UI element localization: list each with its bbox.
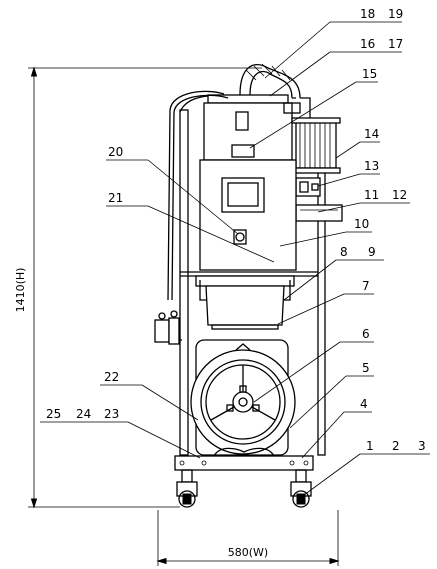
label-20: 20: [108, 145, 123, 159]
label-7: 7: [362, 279, 370, 293]
label-21: 21: [108, 191, 123, 205]
hopper-bin: [195, 275, 295, 330]
leader-lines: [249, 21, 430, 496]
label-8: 8: [340, 245, 348, 259]
label-17: 17: [388, 37, 403, 51]
part-labels: 18 19 16 17 15 14 13 11 12 10 8 9 7 6 5 …: [46, 7, 426, 453]
width-dimension: 580(W): [156, 510, 340, 566]
blower: [190, 339, 296, 456]
caster-left: [176, 469, 198, 508]
label-15: 15: [362, 67, 377, 81]
label-18: 18: [360, 7, 375, 21]
label-24: 24: [76, 407, 91, 421]
side-tube: [295, 204, 343, 222]
label-13: 13: [364, 159, 379, 173]
label-23: 23: [104, 407, 119, 421]
label-5: 5: [362, 361, 370, 375]
label-14: 14: [364, 127, 379, 141]
control-box: [199, 159, 297, 271]
label-2: 2: [392, 439, 400, 453]
label-10: 10: [354, 217, 369, 231]
width-dimension-label: 580(W): [228, 546, 268, 559]
label-9: 9: [368, 245, 376, 259]
height-dimension-label: 1410(H): [14, 268, 27, 313]
label-11: 11: [364, 188, 379, 202]
label-16: 16: [360, 37, 375, 51]
label-25: 25: [46, 407, 61, 421]
hopper: [203, 94, 301, 161]
label-4: 4: [360, 397, 368, 411]
caster-right: [290, 469, 312, 508]
label-1: 1: [366, 439, 374, 453]
air-hose: [167, 90, 229, 301]
label-19: 19: [388, 7, 403, 21]
filter-cartridge: [291, 117, 341, 174]
height-dimension: 1410(H): [14, 66, 262, 509]
label-3: 3: [418, 439, 426, 453]
label-12: 12: [392, 188, 407, 202]
suction-pipes: [179, 63, 311, 165]
leader-lines-left: [40, 159, 275, 459]
valve: [295, 177, 321, 197]
label-22: 22: [104, 370, 119, 384]
base: [174, 447, 314, 471]
label-6: 6: [362, 327, 370, 341]
air-regulator: [154, 310, 182, 345]
